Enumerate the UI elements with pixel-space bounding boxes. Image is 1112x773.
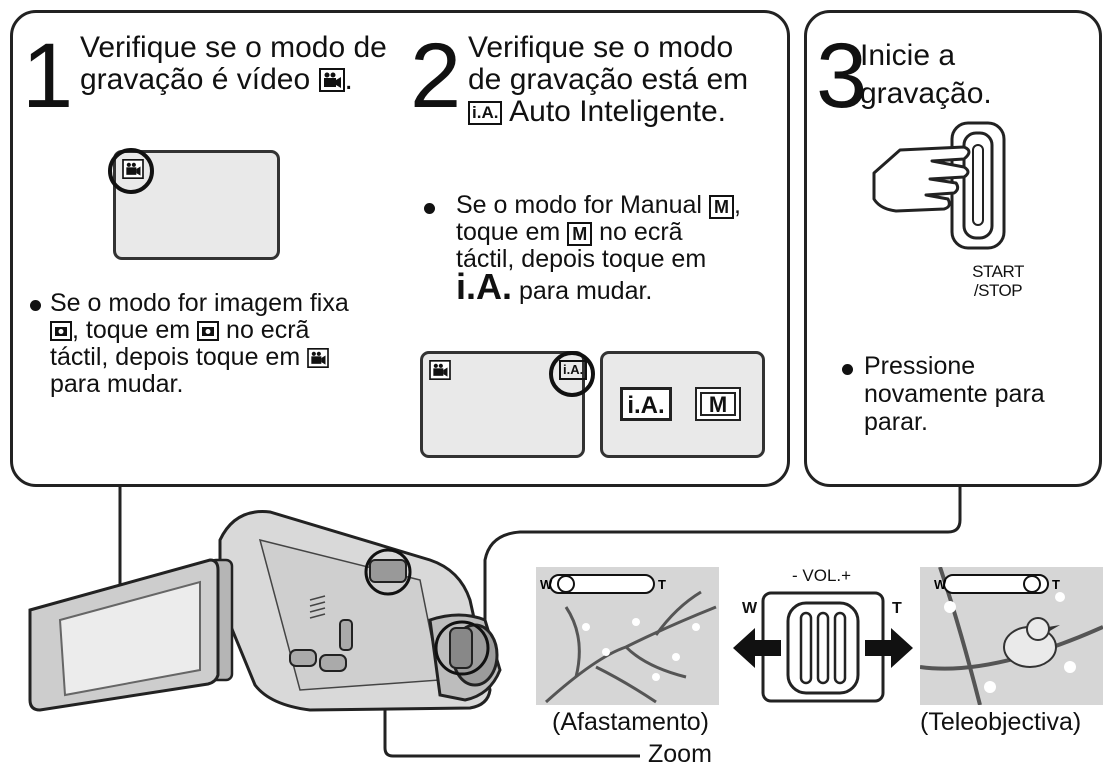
step-1-number: 1 bbox=[22, 25, 74, 127]
step-3-panel bbox=[804, 10, 1102, 487]
step-1-title-line1: Verifique se o modo de bbox=[80, 31, 387, 64]
camera-mode-icon bbox=[50, 321, 72, 341]
ia-mode-button[interactable]: i.A. bbox=[620, 387, 672, 421]
wide-caption: (Afastamento) bbox=[552, 708, 710, 736]
step-1-title-line2-row: gravação é vídeo . bbox=[80, 64, 410, 96]
step-1-bullet-line4: para mudar. bbox=[50, 370, 184, 398]
step-1-bullet-line1: Se o modo for imagem fixa bbox=[50, 289, 349, 317]
step-2-title-line2: de gravação está em bbox=[468, 63, 749, 96]
start-stop-label-line2: /STOP bbox=[973, 281, 1023, 300]
step-2-bullet: Se o modo for Manual M, toque em M no ec… bbox=[456, 192, 786, 305]
wide-angle-photo: W T bbox=[536, 567, 719, 705]
w-indicator-label: W bbox=[540, 577, 553, 592]
period: . bbox=[344, 63, 353, 96]
ia-mode-icon: i.A. bbox=[468, 101, 503, 125]
step-2-bullet-line1: Se o modo for Manual bbox=[456, 191, 702, 219]
step-2-bullet-line3: táctil, depois toque em bbox=[456, 245, 707, 273]
step-1-bullet-line2-row: , toque em no ecrã bbox=[50, 317, 410, 344]
step-3-title-line1: Inicie a bbox=[860, 39, 956, 72]
zoom-w-label: W bbox=[742, 600, 758, 617]
step-2-bullet-line2b: no ecrã bbox=[599, 218, 683, 246]
bullet-dot bbox=[842, 364, 853, 375]
manual-mode-icon: M bbox=[567, 222, 593, 246]
tele-caption: (Teleobjectiva) bbox=[920, 708, 1082, 736]
w-indicator-label: W bbox=[934, 577, 947, 592]
bullet-dot bbox=[30, 300, 41, 311]
highlight-circle bbox=[549, 351, 595, 397]
step-3-title-line2: gravação. bbox=[860, 77, 992, 110]
step-1-bullet: Se o modo for imagem fixa , toque em no … bbox=[50, 290, 410, 398]
step-3-bullet: Pressione novamente para parar. bbox=[864, 352, 1094, 436]
telephoto-photo: W T bbox=[920, 567, 1103, 705]
manual-mode-icon: M bbox=[708, 195, 734, 219]
manual-mode-button[interactable]: M bbox=[695, 387, 741, 421]
step-2-bullet-line2a: toque em bbox=[456, 218, 561, 246]
ia-big-label: i.A. bbox=[456, 266, 513, 307]
t-indicator-label: T bbox=[1052, 577, 1060, 592]
step-2-title-line3: Auto Inteligente. bbox=[509, 95, 726, 128]
step-1-bullet-line2: , toque em bbox=[72, 316, 191, 344]
step-1-title-line2: gravação é vídeo bbox=[80, 63, 311, 96]
step-3-number: 3 bbox=[816, 25, 868, 127]
step-3-bullet-line1: Pressione bbox=[864, 352, 976, 380]
video-mode-icon bbox=[307, 348, 329, 368]
step-2-title-line1: Verifique se o modo bbox=[468, 31, 734, 64]
step-3-title: Inicie a gravação. bbox=[860, 40, 1090, 110]
arrow-right-icon bbox=[865, 628, 913, 668]
hand-pressing-button-illustration bbox=[872, 121, 1006, 250]
step-2-bullet-line4: para mudar. bbox=[518, 277, 653, 305]
video-mode-icon bbox=[318, 68, 345, 92]
camcorder-illustration bbox=[28, 510, 502, 712]
zoom-lever-diagram[interactable] bbox=[733, 588, 913, 708]
bullet-dot bbox=[424, 203, 435, 214]
step-2-number: 2 bbox=[410, 25, 462, 127]
step-1-bullet-line3: táctil, depois toque em bbox=[50, 343, 301, 371]
step-1-bullet-line3-row: táctil, depois toque em bbox=[50, 344, 410, 371]
step-2-title-line3-row: i.A. Auto Inteligente. bbox=[468, 96, 788, 128]
start-stop-label-line1: START bbox=[972, 262, 1024, 281]
step-2-title: Verifique se o modo de gravação está em … bbox=[468, 32, 788, 128]
video-mode-icon bbox=[429, 360, 451, 380]
camera-mode-icon bbox=[197, 321, 220, 341]
t-indicator-label: T bbox=[658, 577, 666, 592]
highlight-circle bbox=[108, 148, 154, 194]
step-3-bullet-line3: parar. bbox=[864, 408, 928, 436]
start-stop-label: START /STOP bbox=[968, 262, 1028, 300]
zoom-callout-label: Zoom bbox=[648, 740, 712, 768]
step-2-bullet-line2-row: toque em M no ecrã bbox=[456, 219, 786, 246]
step-1-title: Verifique se o modo de gravação é vídeo … bbox=[80, 32, 410, 96]
step-1-bullet-line2b: no ecrã bbox=[226, 316, 310, 344]
vol-label: - VOL.+ bbox=[792, 566, 852, 585]
zoom-t-label: T bbox=[892, 600, 902, 617]
step-2-bullet-line1-row: Se o modo for Manual M, bbox=[456, 192, 786, 219]
step-3-bullet-line2: novamente para bbox=[864, 380, 1045, 408]
arrow-left-icon bbox=[733, 628, 781, 668]
comma: , bbox=[733, 191, 741, 219]
step-2-bullet-line4-row: i.A. para mudar. bbox=[456, 269, 786, 305]
